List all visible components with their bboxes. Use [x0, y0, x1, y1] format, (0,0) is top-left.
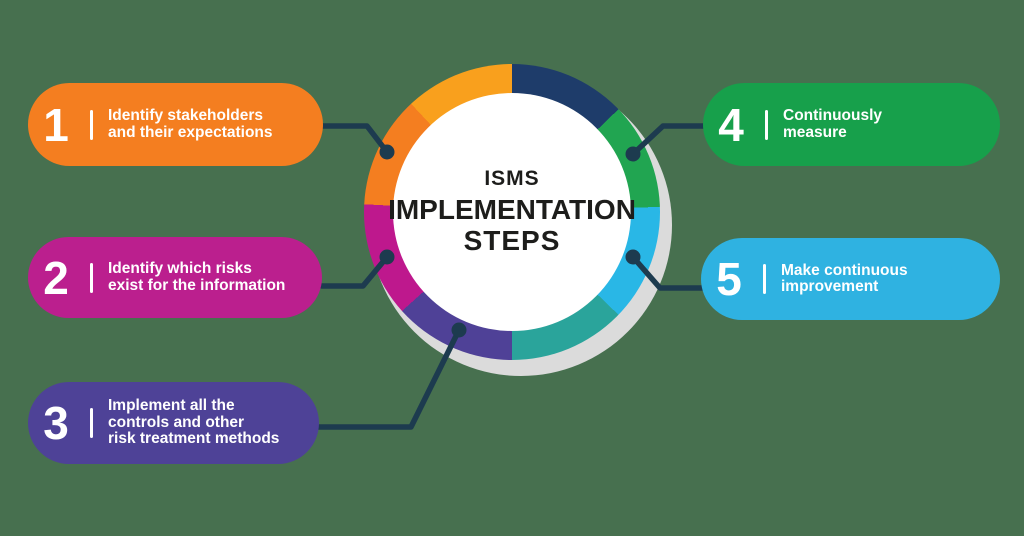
step-separator-1: [90, 109, 93, 140]
connector-dot-2: [379, 249, 395, 265]
center-title: ISMS IMPLEMENTATION STEPS: [364, 64, 660, 360]
center-circle: [393, 93, 631, 331]
step-label-4: Continuously measure: [783, 107, 883, 141]
step-label-2: Identify which risks exist for the infor…: [108, 260, 286, 294]
step-pill-4: 4 Continuously measure: [703, 83, 1000, 166]
step-label-3: Implement all the controls and other ris…: [108, 397, 280, 448]
title-isms: ISMS: [484, 167, 540, 191]
step-pill-3: 3 Implement all the controls and other r…: [28, 382, 319, 464]
step-number-4: 4: [718, 98, 744, 151]
connector-dot-1: [379, 144, 395, 160]
step-separator-3: [90, 408, 93, 438]
title-steps: STEPS: [463, 225, 561, 257]
step-number-3: 3: [43, 397, 69, 449]
connector-dot-3: [451, 322, 467, 338]
step-label-5: Make continuous improvement: [781, 261, 908, 295]
step-pill-2: 2 Identify which risks exist for the inf…: [28, 237, 322, 318]
step-number-5: 5: [716, 253, 742, 305]
connector-dot-4: [625, 146, 641, 162]
step-pill-5: 5 Make continuous improvement: [701, 238, 1000, 320]
step-pill-1: 1 Identify stakeholders and their expect…: [28, 83, 323, 166]
title-implementation: IMPLEMENTATION: [388, 193, 636, 225]
connector-line-3: [315, 327, 462, 430]
connector-line-1: [320, 123, 390, 155]
step-separator-5: [763, 264, 766, 294]
connector-line-4: [630, 123, 708, 157]
connector-line-2: [319, 254, 390, 289]
connector-line-5: [630, 254, 706, 291]
step-number-1: 1: [43, 98, 69, 151]
step-label-1: Identify stakeholders and their expectat…: [108, 107, 273, 141]
connector-dot-5: [625, 249, 641, 265]
step-separator-2: [90, 262, 93, 293]
step-number-2: 2: [43, 251, 69, 304]
step-separator-4: [765, 109, 768, 140]
